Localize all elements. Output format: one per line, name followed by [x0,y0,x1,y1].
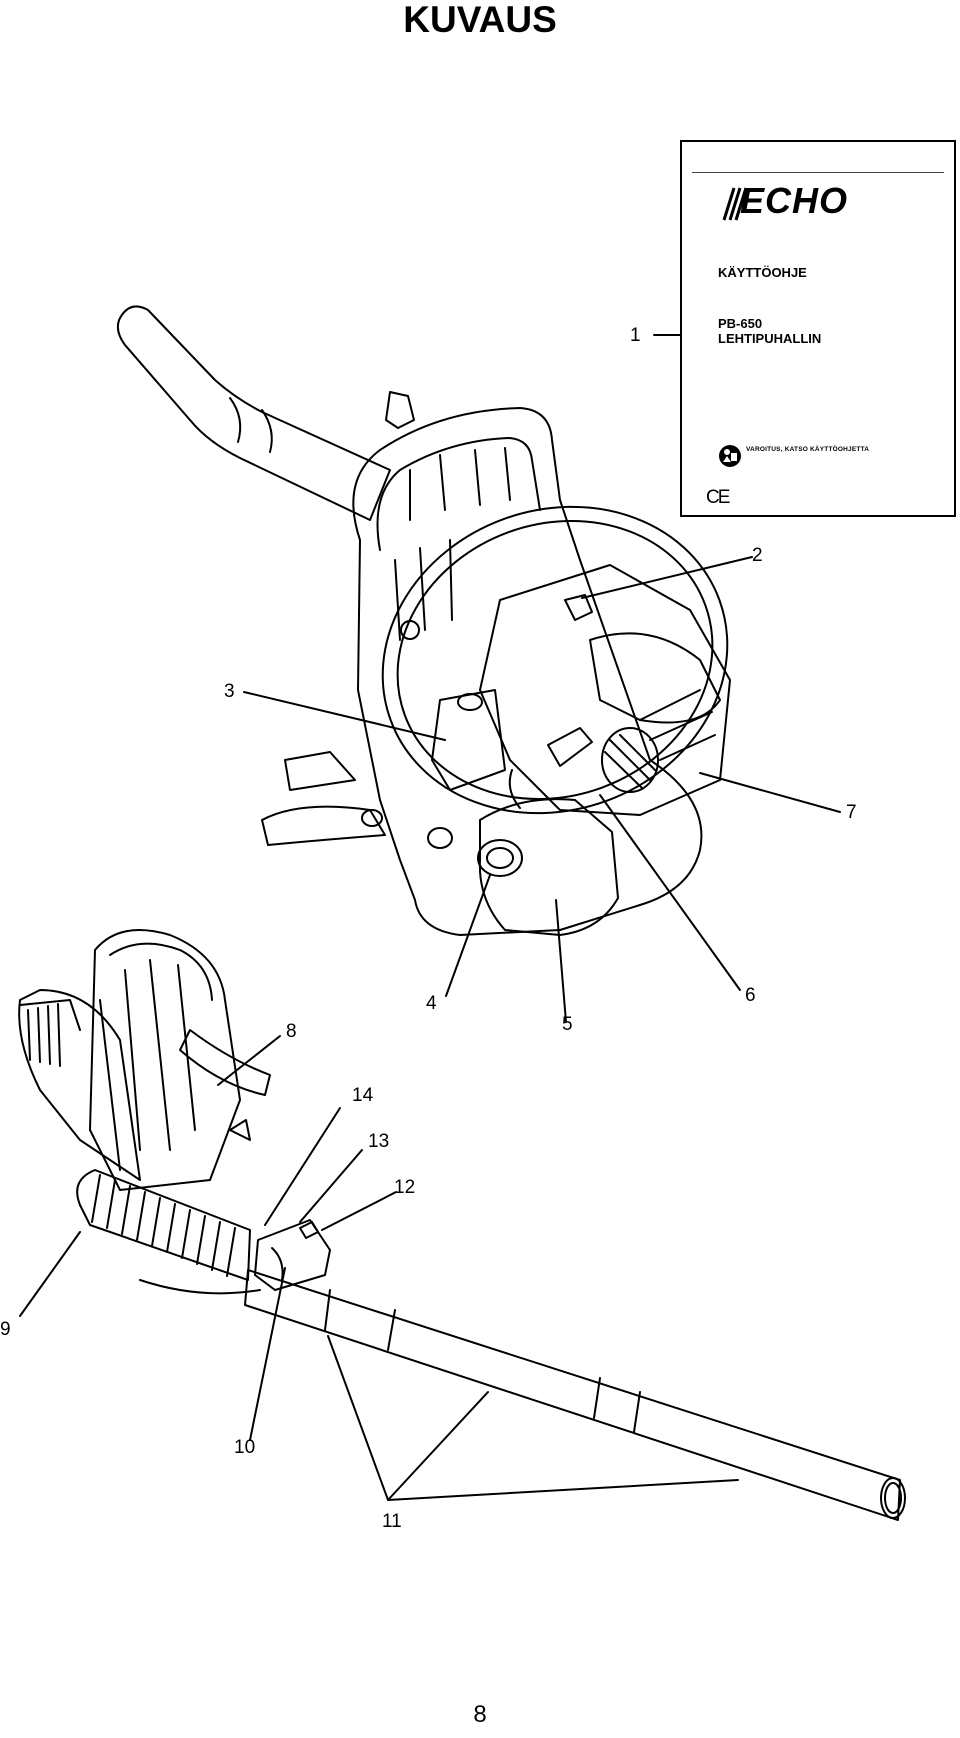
echo-logo-icon [722,187,748,221]
document-type: KÄYTTÖOHJE [718,265,807,280]
flex-hose [76,1169,251,1281]
callout-2: 2 [752,545,763,566]
callout-3: 3 [224,681,235,702]
callout-5: 5 [562,1014,573,1035]
callout-10: 10 [234,1437,256,1458]
lower-fan-housing [18,989,141,1181]
callout-7: 7 [846,802,857,823]
fan-housing [381,505,729,815]
callout-12: 12 [394,1177,416,1198]
warning-text: VAROITUS, KATSO KÄYTTÖOHJETTA [746,446,870,453]
page-title: KUVAUS [403,0,557,40]
callout-4: 4 [426,993,437,1014]
engine [479,564,731,816]
air-filter [431,689,506,791]
callout-1: 1 [630,325,641,346]
fuel-tank [478,798,619,936]
callout-13: 13 [368,1131,390,1152]
brand-name: ECHO [740,180,849,221]
callout-9: 9 [0,1319,11,1340]
upper-blow-tube [116,305,391,521]
read-manual-warning-icon [719,445,741,467]
model-number: PB-650 [718,316,763,331]
manual-cover: ECHO KÄYTTÖOHJE PB-650 LEHTIPUHALLIN VAR… [680,140,956,517]
product-name: LEHTIPUHALLIN [718,331,822,346]
lower-backplate [89,929,241,1191]
callout-14: 14 [352,1085,374,1106]
straight-tube [244,1269,901,1521]
control-handle [254,1219,331,1291]
backplate [352,407,703,936]
ce-mark-icon: CE [706,487,730,508]
callout-8: 8 [286,1021,297,1042]
page-number: 8 [473,1701,487,1728]
callout-11: 11 [382,1511,402,1532]
callout-6: 6 [745,985,756,1006]
cover-rule [692,172,944,173]
